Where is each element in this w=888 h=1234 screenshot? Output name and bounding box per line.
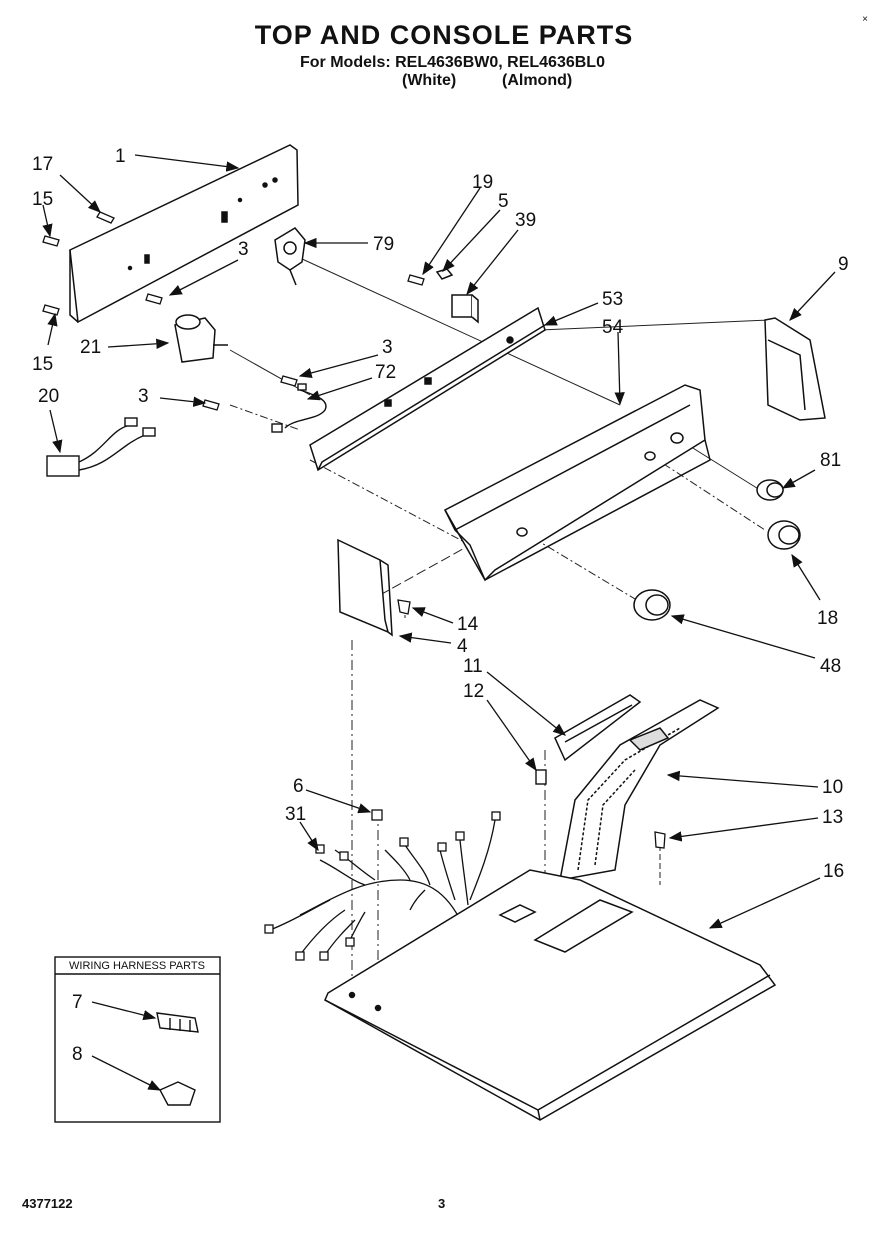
models-line: For Models: REL4636BW0, REL4636BL0 <box>300 54 605 71</box>
callout-label: 3 <box>382 337 393 358</box>
clip-part-12 <box>535 769 547 785</box>
callout-label: 5 <box>498 191 509 212</box>
corner-mark: × <box>862 14 868 25</box>
drive-motor-part <box>174 314 228 363</box>
callout-label: 17 <box>32 154 53 175</box>
callout-labels: 1 17 15 3 79 19 5 39 9 53 54 21 15 3 72 … <box>32 146 849 1065</box>
leader-arrows <box>42 154 836 1091</box>
document-number: 4377122 <box>22 1196 73 1211</box>
clip-part-6 <box>371 809 383 821</box>
callout-label: 53 <box>602 289 623 310</box>
callout-label: 79 <box>373 234 394 255</box>
knob-parts <box>633 479 801 621</box>
inset-title: WIRING HARNESS PARTS <box>69 960 205 972</box>
callout-label: 72 <box>375 362 396 383</box>
callout-label: 7 <box>72 992 83 1013</box>
callout-label: 3 <box>138 386 149 407</box>
page-title: TOP AND CONSOLE PARTS <box>254 20 634 50</box>
screw-parts <box>42 211 666 849</box>
callout-label: 81 <box>820 450 841 471</box>
callout-label: 10 <box>822 777 843 798</box>
lint-filter-part <box>559 699 720 881</box>
callout-label: 21 <box>80 337 101 358</box>
callout-label: 31 <box>285 804 306 825</box>
cover-part-11 <box>554 694 642 762</box>
bracket-part-4 <box>337 538 393 637</box>
callout-label: 14 <box>457 614 479 635</box>
switch-part <box>435 268 479 324</box>
callout-label: 11 <box>463 656 483 677</box>
callout-label: 15 <box>32 354 53 375</box>
callout-label: 6 <box>293 776 304 797</box>
page-number: 3 <box>438 1196 446 1211</box>
timer-part <box>274 227 306 286</box>
wire-lead-part <box>271 383 327 433</box>
callout-label: 12 <box>463 681 484 702</box>
callout-label: 16 <box>823 861 844 882</box>
callout-label: 20 <box>38 386 59 407</box>
callout-label: 15 <box>32 189 53 210</box>
callout-label: 3 <box>238 239 249 260</box>
end-cap-part <box>764 317 826 421</box>
callout-label: 9 <box>838 254 849 275</box>
harness-part-20 <box>46 417 156 477</box>
rear-panel-part <box>69 144 299 324</box>
console-body-part <box>443 384 711 582</box>
callout-label: 13 <box>822 807 843 828</box>
callout-label: 18 <box>817 608 838 629</box>
color-white-label: (White) <box>402 72 457 89</box>
color-almond-label: (Almond) <box>502 72 573 89</box>
assembly-lines <box>229 257 771 1000</box>
callout-label: 39 <box>515 210 536 231</box>
callout-label: 4 <box>457 636 468 657</box>
console-rail-part <box>309 306 546 472</box>
callout-label: 19 <box>472 172 493 193</box>
callout-label: 1 <box>115 146 126 167</box>
callout-label: 8 <box>72 1044 83 1065</box>
wiring-harness-inset <box>54 956 221 1123</box>
callout-label: 48 <box>820 656 841 677</box>
callout-label: 54 <box>602 317 624 338</box>
top-panel-part <box>324 869 777 1121</box>
